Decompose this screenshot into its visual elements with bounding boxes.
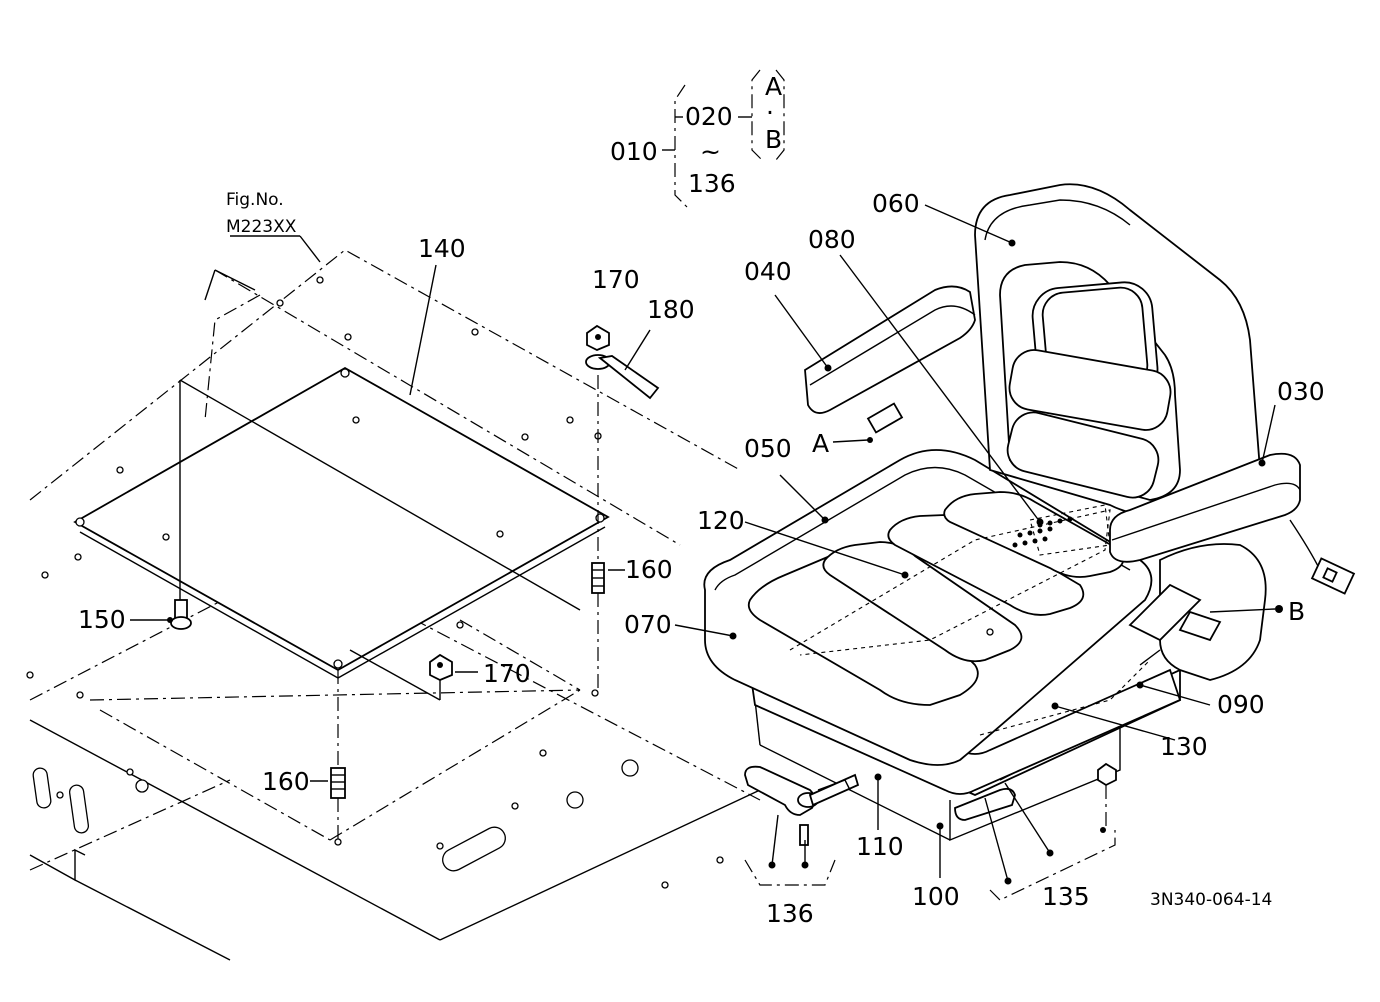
label-range-sep: ~ — [700, 137, 721, 166]
fig-no-label: Fig.No. — [226, 190, 284, 210]
switch-grid — [1012, 504, 1111, 556]
label-010: 010 — [610, 137, 658, 166]
ref-a-label: A — [812, 429, 829, 458]
label-variant-sep: · — [766, 98, 774, 127]
label-020: 020 — [685, 102, 733, 131]
label-160-lower: 160 — [262, 767, 310, 796]
assembly-brackets — [662, 69, 785, 211]
label-090: 090 — [1217, 690, 1265, 719]
label-110: 110 — [856, 832, 904, 861]
nut-170-upper — [586, 324, 610, 351]
strap-180 — [585, 329, 660, 400]
label-140: 140 — [418, 234, 466, 263]
label-100: 100 — [912, 882, 960, 911]
drawing-code: 3N340-064-14 — [1150, 890, 1272, 910]
mounting-plate — [73, 366, 610, 701]
leader-lines — [230, 204, 1276, 901]
label-135: 135 — [1042, 882, 1090, 911]
label-170-lower: 170 — [483, 659, 531, 688]
stud-160-upper — [591, 375, 625, 690]
stud-160-lower — [310, 670, 346, 846]
nut-170-lower — [429, 653, 478, 681]
label-070: 070 — [624, 610, 672, 639]
label-160-upper: 160 — [625, 555, 673, 584]
label-136: 136 — [766, 899, 814, 928]
bolt-150 — [130, 599, 192, 630]
floor-platform — [26, 249, 761, 961]
label-120: 120 — [697, 506, 745, 535]
label-170-upper: 170 — [592, 265, 640, 294]
label-050: 050 — [744, 434, 792, 463]
label-variant-b: B — [765, 125, 782, 154]
label-variant-a: A — [765, 72, 782, 101]
label-040: 040 — [744, 257, 792, 286]
labels: Fig.No. M223XX 3N340-064-14 010 020 ~ 13… — [78, 72, 1325, 928]
fig-code-label: M223XX — [226, 217, 297, 237]
ref-b-label: B — [1288, 597, 1305, 626]
label-180: 180 — [647, 295, 695, 324]
seat-assembly — [703, 183, 1356, 885]
label-030: 030 — [1277, 377, 1325, 406]
label-136-range: 136 — [688, 169, 736, 198]
label-150: 150 — [78, 605, 126, 634]
label-130: 130 — [1160, 732, 1208, 761]
label-080: 080 — [808, 225, 856, 254]
label-060: 060 — [872, 189, 920, 218]
